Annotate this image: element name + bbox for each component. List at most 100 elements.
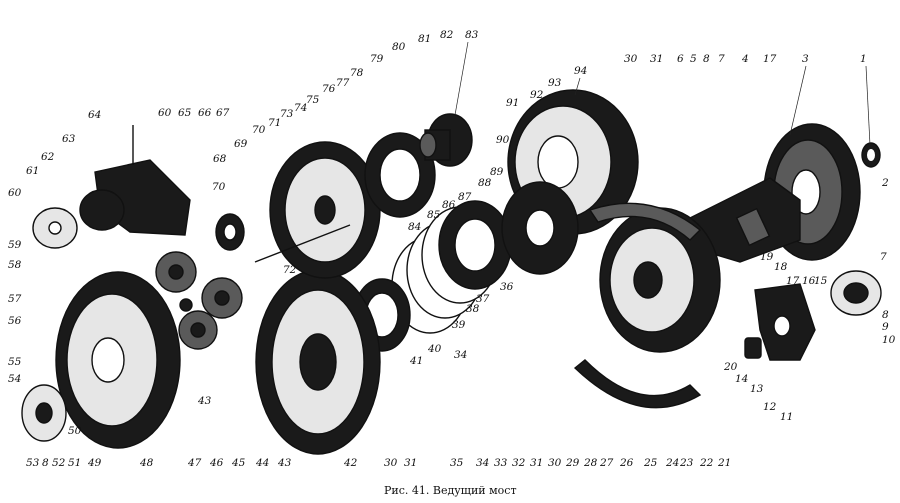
final-drive-housing (255, 269, 381, 455)
small-bushing (744, 337, 762, 359)
label-62: 62 (41, 151, 55, 163)
label-42: 42 (343, 457, 358, 469)
label-8: 8 (703, 53, 710, 65)
label-6: 6 (677, 53, 684, 65)
label-36: 36 (500, 281, 514, 293)
label-11: 11 (780, 411, 793, 423)
label-55: 55 (8, 356, 22, 368)
label-12: 12 (763, 401, 777, 413)
label-17: 17 (763, 53, 777, 65)
label-8c: 8 (42, 457, 49, 469)
label-10: 10 (882, 334, 896, 346)
label-19: 19 (760, 251, 774, 263)
label-39: 39 (452, 319, 466, 331)
label-78: 78 (350, 67, 364, 79)
label-21: 21 (717, 457, 731, 469)
flange-hub (419, 113, 473, 167)
label-77: 77 (336, 77, 350, 89)
label-87: 87 (458, 191, 472, 203)
label-74: 74 (294, 102, 307, 114)
label-33: 33 (494, 457, 508, 469)
label-47: 47 (187, 457, 202, 469)
label-84: 84 (408, 221, 421, 233)
label-65: 65 (178, 107, 192, 119)
label-34b: 34 (476, 457, 489, 469)
label-7: 7 (718, 53, 725, 65)
label-7b: 7 (880, 251, 887, 263)
label-35: 35 (450, 457, 464, 469)
label-88: 88 (478, 177, 492, 189)
small-bearing (215, 213, 245, 251)
label-86: 86 (442, 199, 456, 211)
label-30-top: 30 (624, 53, 638, 65)
planet-carrier (55, 271, 181, 449)
label-43b: 43 (197, 395, 212, 407)
label-60: 60 (158, 107, 172, 119)
label-85: 85 (427, 209, 441, 221)
label-29: 29 (565, 457, 580, 469)
label-79: 79 (370, 53, 384, 65)
label-81: 81 (418, 33, 431, 45)
label-92: 92 (530, 89, 544, 101)
label-18: 18 (774, 261, 788, 273)
label-16: 16 (802, 275, 816, 287)
brake-shoe-upper (588, 202, 702, 241)
label-93: 93 (548, 77, 562, 89)
label-9: 9 (882, 321, 889, 333)
label-72: 72 (283, 264, 297, 276)
label-41: 41 (409, 355, 423, 367)
roller-bearing (364, 132, 436, 218)
label-15: 15 (814, 275, 828, 287)
label-83: 83 (465, 29, 479, 41)
clutch-disc-stack (391, 200, 512, 334)
label-30-c: 30 (548, 457, 562, 469)
label-48: 48 (139, 457, 154, 469)
label-38: 38 (466, 303, 480, 315)
label-63: 63 (62, 133, 76, 145)
label-44: 44 (255, 457, 269, 469)
label-13: 13 (750, 383, 764, 395)
label-43: 43 (277, 457, 292, 469)
label-66: 66 (198, 107, 212, 119)
label-20: 20 (723, 361, 738, 373)
label-34: 34 (454, 349, 467, 361)
label-24: 24 (665, 457, 679, 469)
label-14: 14 (735, 373, 748, 385)
label-31-c: 31 (530, 457, 543, 469)
label-27: 27 (599, 457, 614, 469)
ring-gear (269, 141, 381, 279)
label-49: 49 (87, 457, 102, 469)
label-61: 61 (26, 165, 39, 177)
label-46: 46 (209, 457, 224, 469)
label-3: 3 (802, 53, 809, 65)
oil-seal-ring (861, 142, 881, 168)
axle-tube-housing (689, 177, 801, 263)
pressure-plate (501, 181, 579, 275)
label-32: 32 (512, 457, 526, 469)
label-50: 50 (68, 425, 82, 437)
brake-shoe-lower (573, 359, 702, 409)
label-4: 4 (741, 53, 749, 65)
part-labels: 1 2 3 17 4 7 8 5 6 31 30 7 18 19 17 16 1… (8, 29, 896, 469)
label-17b: 17 (786, 275, 800, 287)
brake-backing-plate (599, 207, 721, 353)
label-57: 57 (8, 293, 22, 305)
label-89: 89 (490, 166, 504, 178)
label-23: 23 (679, 457, 694, 469)
gear-cluster (155, 251, 243, 350)
drive-shaft (254, 224, 351, 263)
figure-caption: Рис. 41. Ведущий мост (384, 484, 517, 497)
label-2: 2 (881, 177, 889, 189)
label-51: 51 (68, 457, 81, 469)
end-cover-cap (830, 270, 882, 316)
label-22: 22 (699, 457, 714, 469)
label-73: 73 (280, 108, 294, 120)
label-31-top: 31 (650, 53, 663, 65)
label-31-bottom: 31 (404, 457, 417, 469)
label-40: 40 (427, 343, 442, 355)
label-28: 28 (583, 457, 598, 469)
lever-bracket (79, 125, 191, 236)
label-56: 56 (8, 315, 22, 327)
label-80: 80 (392, 41, 406, 53)
